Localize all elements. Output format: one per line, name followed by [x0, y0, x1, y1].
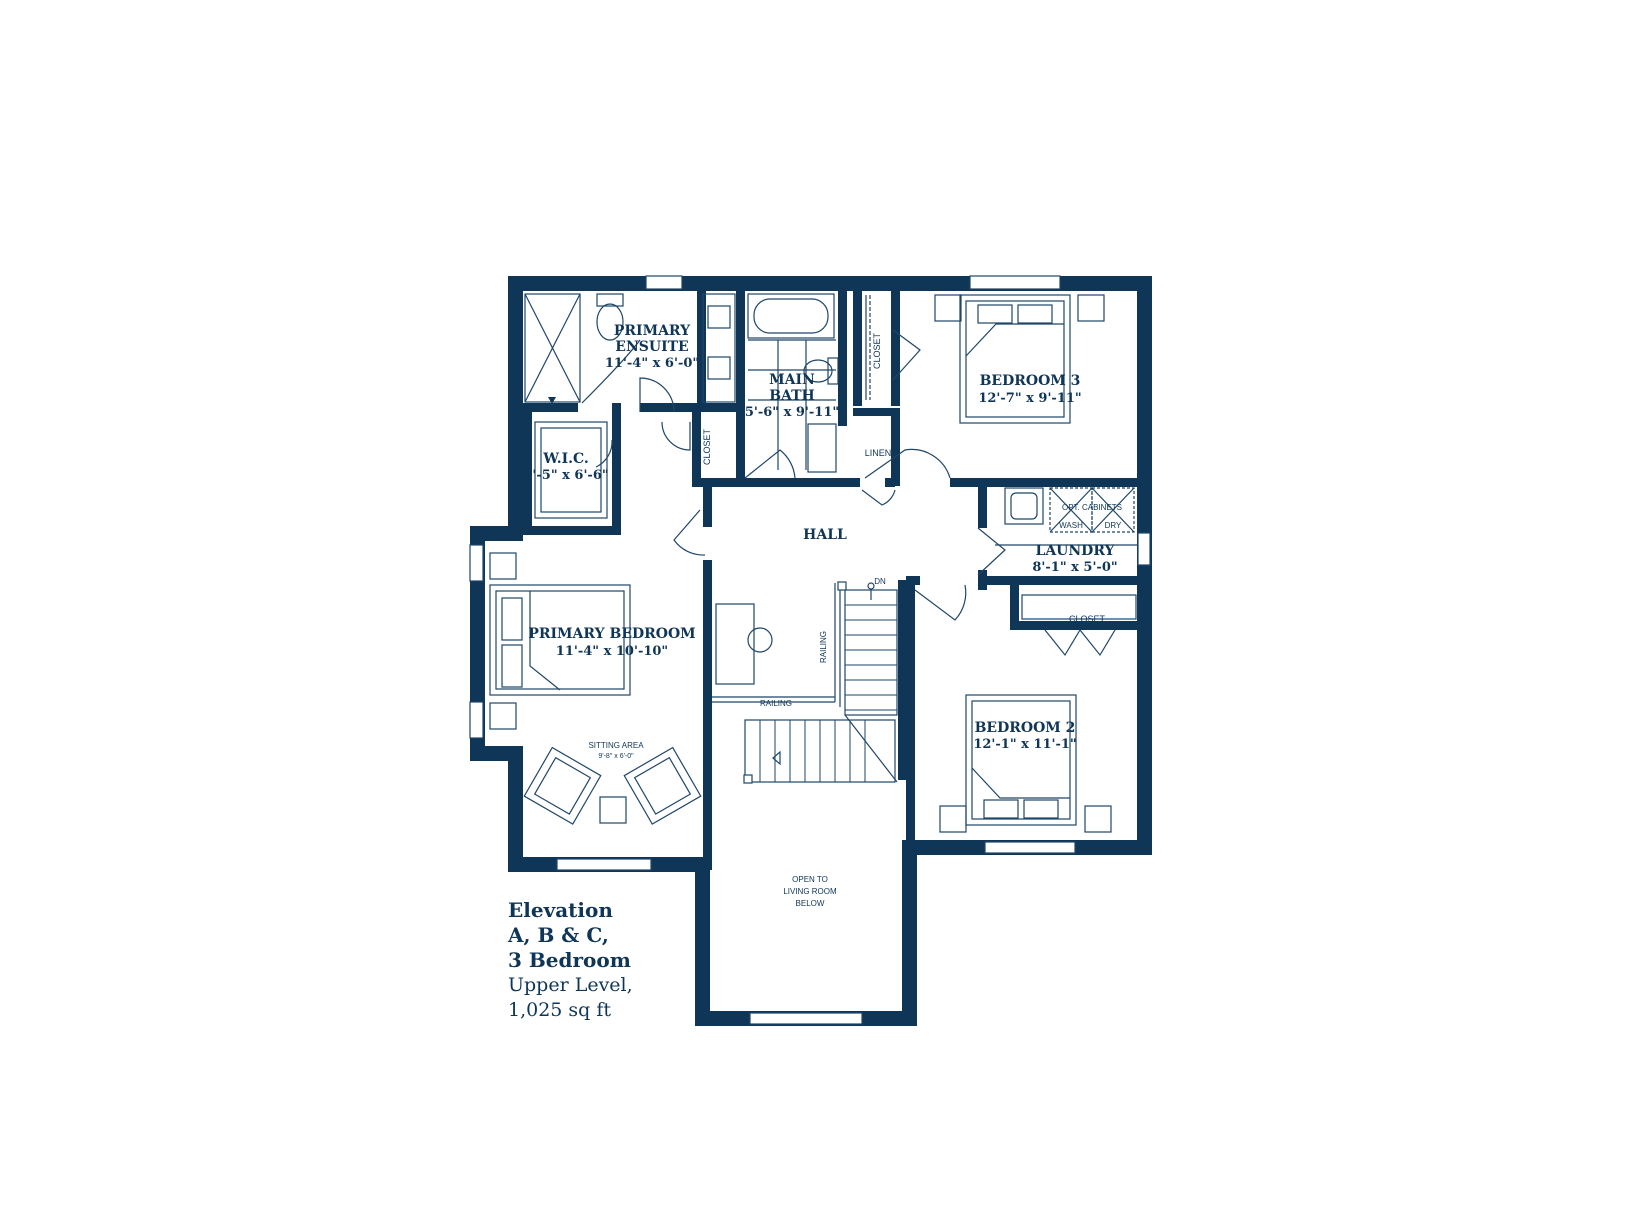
caption-elevation: Elevation: [508, 898, 613, 922]
caption-level: Upper Level,: [508, 974, 633, 996]
label-sitting-area: SITTING AREA: [588, 741, 644, 750]
dryer: [1091, 487, 1135, 533]
label-main-bath-2: BATH: [769, 388, 815, 404]
caption-bedrooms: 3 Bedroom: [508, 948, 631, 972]
window-primary-bedroom-lower: [469, 701, 484, 739]
label-hall: HALL: [803, 527, 847, 543]
label-open-below-2: LIVING ROOM: [783, 887, 837, 896]
label-closet-bedroom-2: CLOSET: [1069, 614, 1106, 624]
plan-caption: Elevation A, B & C, 3 Bedroom Upper Leve…: [508, 898, 633, 1023]
window-bedroom-3: [969, 275, 1061, 290]
size-sitting-area: 9'-8" x 6'-0": [598, 753, 634, 760]
caption-elevation-codes: A, B & C,: [508, 923, 609, 947]
label-wash: WASH: [1059, 521, 1083, 530]
label-open-below-1: OPEN TO: [792, 875, 828, 884]
interior-walls: [508, 276, 1150, 870]
windows: [469, 275, 1151, 1025]
bathtub: [747, 293, 835, 339]
toilet-ensuite: [596, 293, 624, 307]
window-bedroom-2: [984, 841, 1076, 854]
armchair-left: [523, 746, 602, 825]
bed-bedroom-2: [965, 694, 1077, 826]
label-dry: DRY: [1105, 521, 1122, 530]
vanity-ensuite: [702, 293, 736, 403]
laundry-sink: [1004, 487, 1044, 525]
label-primary-ensuite-2: ENSUITE: [615, 339, 688, 355]
washer: [1049, 487, 1093, 533]
window-ensuite: [645, 275, 683, 290]
label-open-below-3: BELOW: [796, 899, 825, 908]
label-wic: W.I.C.: [542, 451, 589, 467]
toilet-main-bath: [827, 357, 839, 385]
label-primary-bedroom: PRIMARY BEDROOM: [528, 626, 695, 642]
label-main-bath-1: MAIN: [769, 372, 815, 388]
size-bedroom-3: 12'-7" x 9'-11": [978, 391, 1081, 406]
label-bedroom-3: BEDROOM 3: [980, 373, 1081, 389]
window-primary-bedroom-upper: [469, 544, 484, 582]
label-railing-horizontal: RAILING: [760, 699, 792, 708]
window-open-below: [749, 1012, 863, 1025]
size-bedroom-2: 12'-1" x 11'-1": [973, 737, 1076, 752]
size-primary-ensuite: 11'-4" x 6'-0": [605, 356, 699, 371]
label-stairs-down: DN: [874, 577, 886, 586]
vanity-main-bath: [807, 423, 837, 473]
label-railing-vertical: RAILING: [819, 631, 828, 663]
caption-area: 1,025 sq ft: [508, 999, 612, 1021]
bed-bedroom-3: [959, 294, 1071, 424]
label-linen: LINEN: [865, 448, 892, 458]
fixtures: [489, 293, 1137, 833]
window-laundry: [1137, 532, 1151, 566]
staircase-upper: [844, 589, 898, 716]
label-opt-cabinets: OPT. CABINETS: [1062, 503, 1122, 512]
size-primary-bedroom: 11'-4" x 10'-10": [556, 644, 668, 659]
bed-primary-bedroom: [489, 584, 631, 696]
label-closet-hall: CLOSET: [702, 428, 712, 465]
size-wic: 4'-5" x 6'-6": [523, 468, 608, 483]
window-sitting-area: [556, 858, 652, 871]
size-main-bath: 5'-6" x 9'-11": [745, 405, 839, 420]
armchair-right: [623, 746, 702, 825]
desk: [715, 603, 755, 685]
label-laundry: LAUNDRY: [1035, 543, 1115, 559]
label-closet-bedroom-3: CLOSET: [872, 332, 882, 369]
label-bedroom-2: BEDROOM 2: [975, 720, 1076, 736]
label-primary-ensuite-1: PRIMARY: [614, 323, 691, 339]
room-labels: PRIMARY ENSUITE 11'-4" x 6'-0" MAIN BATH…: [523, 323, 1122, 908]
size-laundry: 8'-1" x 5'-0": [1032, 560, 1117, 575]
side-table: [599, 796, 627, 824]
